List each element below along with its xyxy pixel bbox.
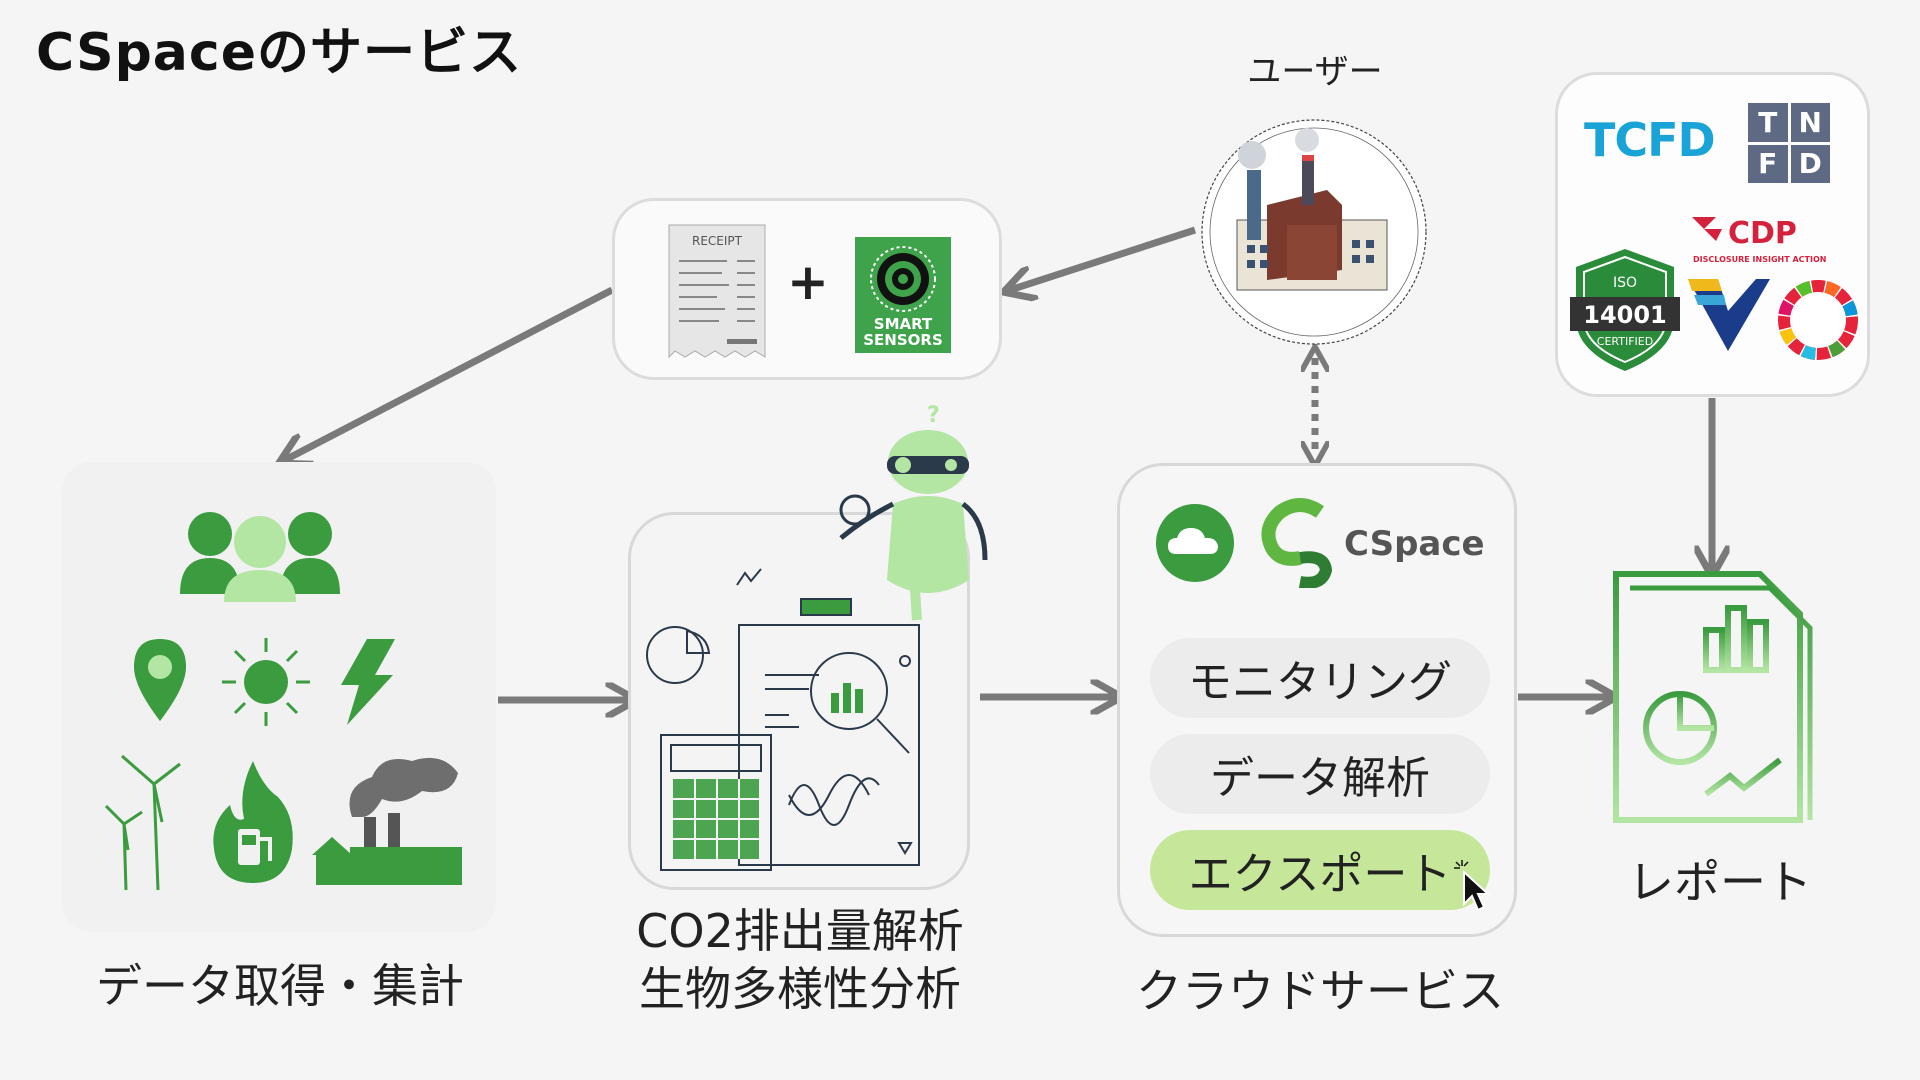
robot-icon: ? <box>839 403 988 621</box>
report-documents-icon <box>1613 571 1813 823</box>
page-title: CSpaceのサービス <box>36 23 522 83</box>
arrow-user-to-inputs <box>1010 226 1197 290</box>
users-group-icon <box>180 512 340 602</box>
iso-number: 14001 <box>1583 301 1667 329</box>
cspace-logo-icon <box>1261 498 1333 588</box>
robot-question: ? <box>927 403 940 428</box>
sun-icon <box>222 638 310 726</box>
cdp-subtitle: DISCLOSURE INSIGHT ACTION <box>1693 255 1827 264</box>
iso-bottom: CERTIFIED <box>1597 335 1653 348</box>
user-label: ユーザー <box>1247 52 1383 92</box>
standards-panel: TCFD T N F D ISO 14001 CERTIFIED CDP DIS… <box>1555 72 1870 397</box>
service-data-analysis-button[interactable]: データ解析 <box>1150 734 1490 814</box>
sensor-label-line1: SMART <box>874 315 933 333</box>
lightning-bolt-icon <box>341 639 395 725</box>
iso-14001-badge-icon: ISO 14001 CERTIFIED <box>1570 249 1680 371</box>
tcfd-logo: TCFD <box>1584 113 1716 167</box>
cspace-logo-text: CSpace <box>1344 524 1485 564</box>
sensor-label-line2: SENSORS <box>863 331 943 349</box>
receipt-title: RECEIPT <box>692 234 743 248</box>
tnfd-logo: T N F D <box>1748 103 1830 183</box>
polluting-factory-icon <box>312 757 462 885</box>
wind-turbine-icon <box>104 754 181 891</box>
data-collection-label: データ取得・集計 <box>96 959 464 1013</box>
factory-icon <box>1201 119 1427 345</box>
plus-sign: + <box>787 253 829 311</box>
fuel-fire-icon <box>213 761 293 883</box>
receipt-icon: RECEIPT <box>668 224 766 359</box>
arrow-inputs-to-collection <box>285 286 614 460</box>
sdgs-wheel-icon <box>1778 280 1858 360</box>
service-monitoring-button[interactable]: モニタリング <box>1150 638 1490 718</box>
analysis-illustration-icon <box>646 568 920 871</box>
cdp-logo: CDP <box>1692 216 1797 251</box>
data-inputs-panel: RECEIPT + SMART SENSORS <box>612 198 1002 380</box>
checkmark-logo-icon <box>1688 279 1770 351</box>
smart-sensors-icon: SMART SENSORS <box>855 237 951 353</box>
data-collection-panel <box>62 462 496 932</box>
cloud-service-panel: CSpace モニタリング データ解析 エクスポート <box>1117 463 1517 937</box>
cloud-service-label: クラウドサービス <box>1136 964 1504 1018</box>
mouse-cursor-icon <box>1454 860 1491 912</box>
service-export-button[interactable]: エクスポート <box>1150 830 1490 910</box>
cloud-icon <box>1156 504 1234 582</box>
cdp-text: CDP <box>1728 216 1797 251</box>
iso-top: ISO <box>1613 275 1637 291</box>
analysis-label-line1: CO2排出量解析 <box>636 904 964 958</box>
report-label: レポート <box>1628 855 1812 909</box>
analysis-label: CO2排出量解析 生物多様性分析 <box>600 902 1000 1018</box>
location-pin-icon <box>134 639 186 721</box>
analysis-label-line2: 生物多様性分析 <box>639 962 961 1016</box>
